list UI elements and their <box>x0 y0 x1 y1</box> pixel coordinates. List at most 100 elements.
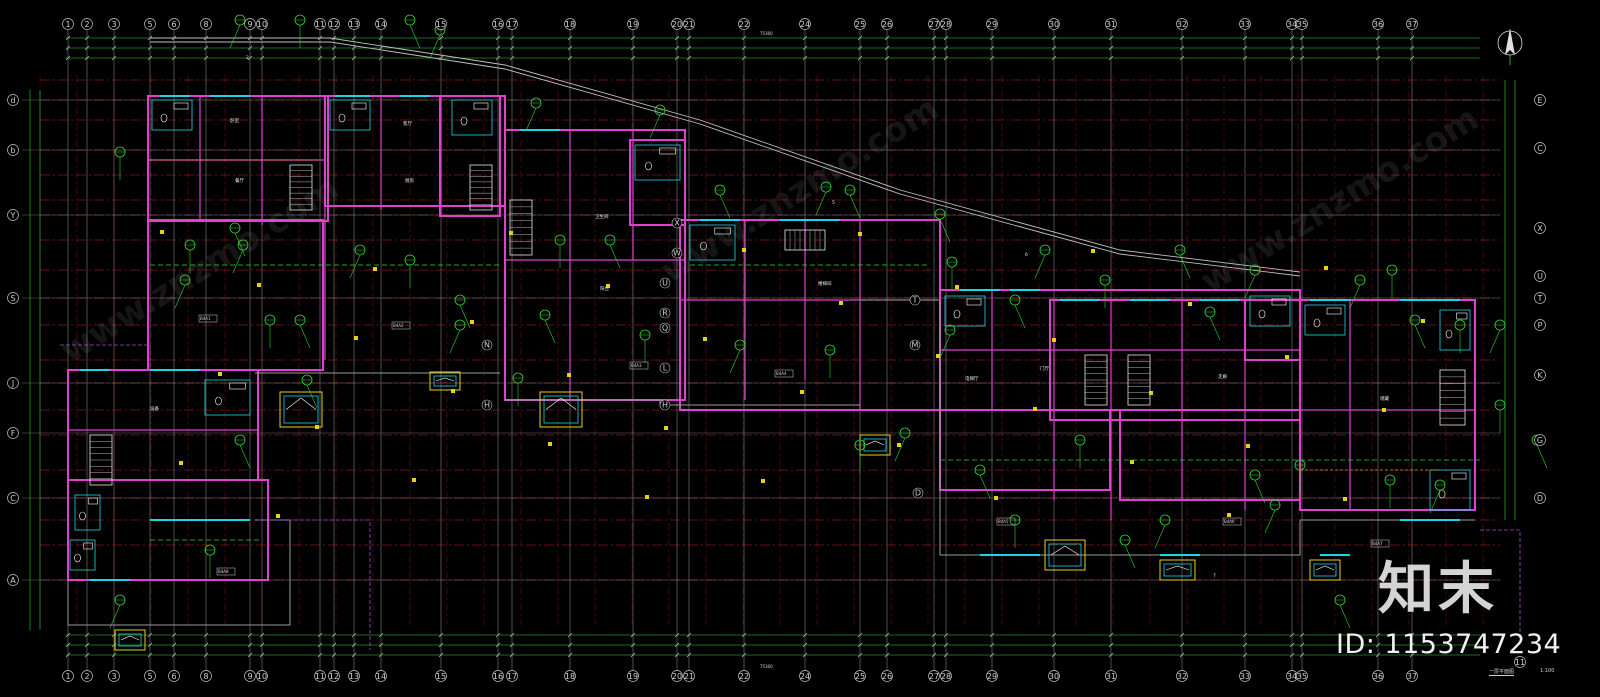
entrance-arrow <box>285 397 317 410</box>
axis-bubble <box>7 144 19 156</box>
room-tag-box <box>1370 539 1390 548</box>
dim-tick <box>84 652 90 658</box>
dim-tick <box>317 632 323 638</box>
row-bubble-label: S <box>10 294 15 303</box>
toilet-icon <box>953 309 961 319</box>
axis-bubble-label-22: 22 <box>739 672 749 681</box>
axis-bubble <box>683 18 695 30</box>
row-bubble-label: d <box>10 96 15 105</box>
axis-bubble <box>854 670 866 682</box>
axis-bubbles: 1122335566889910101111121213131414151516… <box>7 18 1546 682</box>
entrance-arrow <box>435 377 455 382</box>
row-bubble-label: R <box>662 309 668 318</box>
axis-bubble <box>1534 94 1546 106</box>
dim-tick <box>247 45 253 51</box>
axis-bubble-label-27: 27 <box>929 672 939 681</box>
dim-tick <box>1289 55 1295 61</box>
sink-icon <box>351 102 367 110</box>
axis-bubble-label-19: 19 <box>628 20 638 29</box>
building-outline <box>67 519 291 626</box>
dim-tick <box>351 55 357 61</box>
room-label: 走廊 <box>1218 373 1227 380</box>
axis-bubble-label-29: 29 <box>987 20 997 29</box>
dim-tick <box>509 642 515 648</box>
axis-bubble <box>256 670 268 682</box>
leader-line <box>729 349 741 374</box>
axis-bubble-label-12: 12 <box>329 672 339 681</box>
yellow-marker <box>1382 408 1386 412</box>
wall-block <box>324 95 506 207</box>
dim-tick <box>1242 45 1248 51</box>
room-tag: B4A8 <box>218 569 229 574</box>
room-tag-box <box>198 314 218 323</box>
wall-block <box>147 95 329 222</box>
yellow-marker <box>315 425 319 429</box>
yellow-marker <box>567 373 571 377</box>
bathroom-fixture <box>1429 469 1471 511</box>
dim-tick <box>802 652 808 658</box>
leader-line <box>109 604 121 629</box>
dim-tick <box>171 55 177 61</box>
axis-bubble-label-24: 24 <box>800 20 810 29</box>
dim-tick <box>351 632 357 638</box>
dim-tick <box>203 45 209 51</box>
dim-tick <box>495 35 501 41</box>
axis-bubble-label-36: 36 <box>1373 672 1383 681</box>
dim-tick <box>1179 45 1185 51</box>
dim-tick <box>509 35 515 41</box>
axis-bubble <box>1048 670 1060 682</box>
dim-tick <box>857 642 863 648</box>
yellow-marker <box>897 443 901 447</box>
sink-icon <box>966 298 982 306</box>
dim-tick <box>84 632 90 638</box>
room-label: 卫生间 <box>595 213 609 220</box>
dim-tick <box>884 632 890 638</box>
dim-tick <box>686 652 692 658</box>
dim-tick <box>147 652 153 658</box>
axis-bubble-label-21: 21 <box>684 20 694 29</box>
dim-tick <box>247 652 253 658</box>
room-label: 楼梯间 <box>818 280 832 287</box>
yellow-marker <box>664 426 668 430</box>
axis-bubble <box>435 18 447 30</box>
dim-tick <box>1179 55 1185 61</box>
axis-bubble <box>854 18 866 30</box>
brand-logo: 知末 <box>1378 557 1498 622</box>
axis-bubble-label-15: 15 <box>436 672 446 681</box>
axis-bubble <box>492 670 504 682</box>
dim-tick <box>674 652 680 658</box>
leader-line <box>1489 329 1501 354</box>
axis-bubble <box>1105 18 1117 30</box>
dim-tick <box>741 35 747 41</box>
toilet-icon <box>1445 329 1453 339</box>
room-tag-box <box>1222 517 1242 526</box>
axis-bubble <box>244 18 256 30</box>
dim-tick <box>438 35 444 41</box>
bathroom-fixture <box>69 539 96 571</box>
dim-tick <box>351 652 357 658</box>
dashed-outline <box>1480 529 1521 640</box>
leader-line <box>234 232 246 257</box>
axis-bubble-label-2: 2 <box>84 20 89 29</box>
axis-bubble-label-31: 31 <box>1106 20 1116 29</box>
dim-tick <box>674 642 680 648</box>
leader-line <box>1339 604 1351 629</box>
room-label: 电梯厅 <box>965 375 979 382</box>
section-mark: 2 <box>246 55 249 61</box>
dim-tick <box>1108 642 1114 648</box>
dim-tick <box>802 45 808 51</box>
leader-line <box>849 194 861 219</box>
axis-bubble <box>1239 18 1251 30</box>
axis-bubble <box>986 670 998 682</box>
dim-tick <box>943 652 949 658</box>
row-bubble-label: D <box>1537 494 1543 503</box>
dim-tick <box>931 642 937 648</box>
leader-line <box>719 194 731 219</box>
row-bubble-label: H <box>662 401 668 410</box>
dim-tick <box>65 35 71 41</box>
axis-bubble-label-17: 17 <box>507 20 517 29</box>
axis-bubble <box>881 670 893 682</box>
axis-bubble <box>1534 492 1546 504</box>
dim-tick <box>171 642 177 648</box>
section-mark: 6 <box>1025 252 1028 258</box>
